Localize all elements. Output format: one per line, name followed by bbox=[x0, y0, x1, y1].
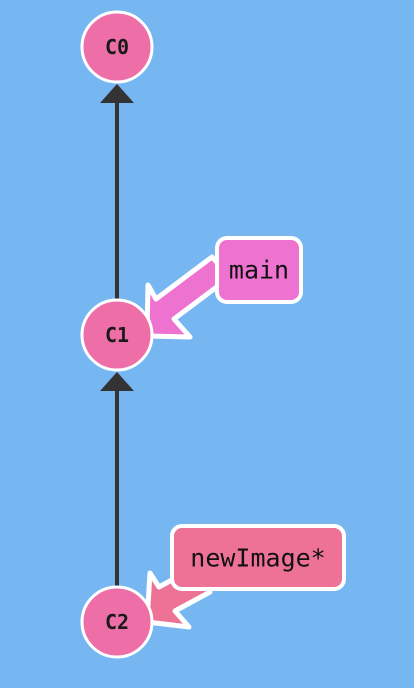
branch-name: newImage* bbox=[190, 544, 325, 573]
commit-label: C2 bbox=[105, 610, 129, 634]
commit-node-c1[interactable]: C1 bbox=[80, 298, 154, 372]
branch-label-main[interactable]: main bbox=[215, 236, 303, 304]
edge-c2-to-c1 bbox=[100, 372, 134, 588]
commit-label: C1 bbox=[105, 323, 129, 347]
branch-label-newimage[interactable]: newImage* bbox=[170, 524, 346, 591]
arrowhead-icon bbox=[100, 372, 134, 391]
arrowhead-icon bbox=[100, 84, 134, 103]
branch-name: main bbox=[229, 256, 289, 285]
commit-node-c2[interactable]: C2 bbox=[80, 585, 154, 659]
commit-label: C0 bbox=[105, 35, 129, 59]
edge-c1-to-c0 bbox=[100, 84, 134, 300]
commit-node-c0[interactable]: C0 bbox=[80, 10, 154, 84]
